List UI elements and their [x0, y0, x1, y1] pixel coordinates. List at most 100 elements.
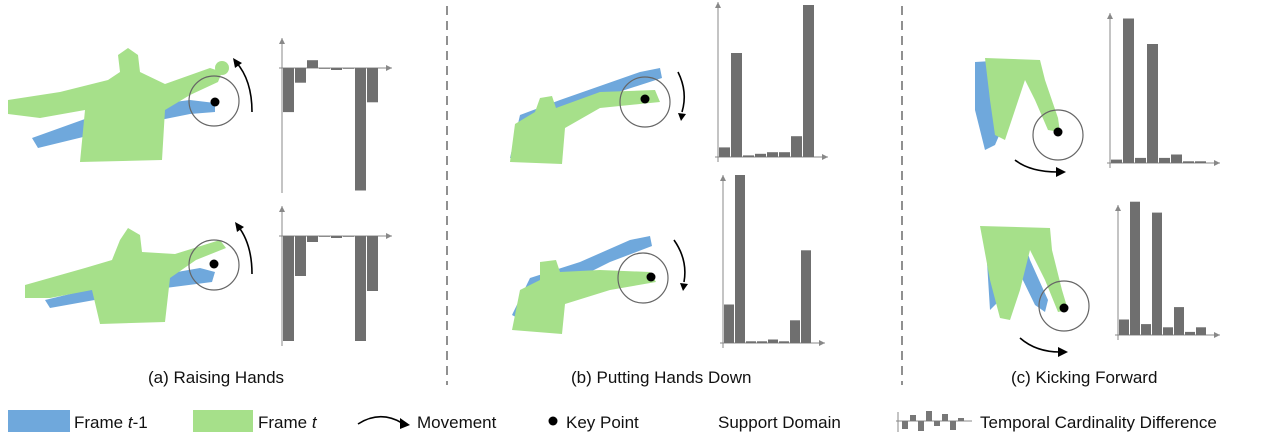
bar-a-top-1: [295, 68, 306, 83]
support-domain-c-top: [1032, 109, 1084, 161]
y-axis-arrowhead: [715, 2, 721, 8]
bar-a-top-6: [355, 68, 366, 191]
bar-a-top-5: [343, 68, 354, 69]
y-axis-arrowhead: [279, 38, 285, 44]
legend-frame-prev-var: t: [127, 413, 133, 432]
bar-b-bottom-7: [801, 250, 811, 344]
bar-a-top-0: [283, 68, 294, 113]
bar-chart-a-bottom: [279, 206, 392, 346]
caption-c: (c) Kicking Forward: [1011, 368, 1158, 387]
bar-c-bottom-1: [1130, 201, 1140, 335]
keypoint-a-bottom: [209, 259, 219, 269]
bar-a-bottom-2: [307, 236, 318, 242]
x-axis-arrowhead: [1214, 160, 1220, 166]
caption-a: (a) Raising Hands: [148, 368, 285, 387]
legend-frame-curr-var: t: [311, 413, 317, 432]
bar-c-bottom-5: [1174, 307, 1184, 335]
bar-b-top-0: [719, 147, 730, 157]
bar-b-top-1: [731, 53, 742, 157]
x-axis-arrowhead: [822, 154, 828, 160]
bar-a-top-7: [367, 68, 378, 103]
y-axis-arrowhead: [720, 175, 726, 181]
bar-chart-c-top: [1107, 13, 1220, 168]
legend-swatch-frame-curr: [193, 410, 253, 432]
keypoint-b-bottom: [646, 272, 656, 282]
bar-a-bottom-4: [331, 236, 342, 238]
legend-frame-curr-label: Frame t: [258, 413, 317, 432]
bar-c-bottom-7: [1196, 327, 1206, 336]
y-axis-arrowhead: [1115, 205, 1121, 211]
movement-arrowhead-c-bottom: [1058, 347, 1068, 357]
movement-arrowhead-a-bottom: [235, 222, 244, 232]
x-axis-arrowhead: [386, 65, 392, 71]
bar-a-bottom-0: [283, 236, 294, 341]
legend-frame-prev-label: Frame t-1: [74, 413, 148, 432]
legend-keypoint-label: Key Point: [566, 413, 639, 432]
x-axis-arrowhead: [386, 233, 392, 239]
caption-b: (b) Putting Hands Down: [571, 368, 752, 387]
support-domain-c-bottom: [1038, 280, 1090, 332]
bar-b-top-6: [791, 136, 802, 157]
bar-c-bottom-4: [1163, 327, 1173, 336]
movement-arrowhead-b-top: [678, 113, 686, 121]
pointcloud-c-bottom: [980, 226, 1068, 320]
legend-keypoint-icon: [548, 416, 558, 426]
keypoint-c-bottom: [1059, 303, 1069, 313]
support-domain-b-bottom: [617, 252, 669, 304]
bar-b-top-7: [803, 5, 814, 157]
bar-a-bottom-6: [355, 236, 366, 341]
support-domain-b-top: [619, 76, 671, 128]
bar-b-top-3: [755, 153, 766, 157]
bar-c-top-6: [1183, 161, 1194, 163]
pointcloud-c-top: [975, 58, 1060, 150]
pointcloud-b-bottom: [512, 236, 656, 334]
bar-chart-b-bottom: [720, 175, 825, 348]
bar-c-top-5: [1171, 154, 1182, 163]
bar-chart-c-bottom: [1115, 201, 1220, 340]
x-axis-arrowhead: [819, 340, 825, 346]
bar-c-top-1: [1123, 18, 1134, 163]
bar-chart-a-top: [279, 38, 392, 193]
bar-c-top-3: [1147, 44, 1158, 163]
bar-c-top-2: [1135, 157, 1146, 163]
bar-b-bottom-3: [757, 341, 767, 344]
bar-c-top-0: [1111, 159, 1122, 163]
bar-b-bottom-0: [724, 304, 734, 343]
legend-temporal-difference-label: Temporal Cardinality Difference: [980, 413, 1217, 432]
legend-temporal-difference-icon: [896, 411, 972, 432]
movement-arrow-c-top: [1014, 159, 1059, 173]
movement-arrowhead-b-bottom: [680, 283, 688, 291]
bar-b-bottom-6: [790, 320, 800, 344]
bar-b-bottom-2: [746, 341, 756, 344]
pointcloud-b-top: [510, 68, 662, 164]
keypoint-c-top: [1053, 127, 1063, 137]
bar-a-top-2: [307, 60, 318, 68]
movement-arrowhead-c-top: [1056, 167, 1066, 177]
bar-c-bottom-3: [1152, 212, 1162, 336]
bar-a-bottom-3: [319, 236, 330, 237]
movement-arrowhead-a-top: [233, 58, 242, 68]
bar-a-top-4: [331, 68, 342, 70]
legend-support-domain-label: Support Domain: [718, 413, 841, 432]
y-axis-arrowhead: [1107, 13, 1113, 19]
support-domain-a-bottom: [188, 239, 240, 291]
bar-b-bottom-5: [779, 341, 789, 344]
bar-c-bottom-6: [1185, 331, 1195, 335]
bar-b-top-4: [767, 152, 778, 157]
bar-c-bottom-2: [1141, 324, 1151, 335]
movement-arrow-a-bottom: [237, 225, 253, 275]
bar-c-top-4: [1159, 157, 1170, 163]
bar-a-bottom-1: [295, 236, 306, 276]
bar-b-bottom-4: [768, 339, 778, 343]
bar-b-top-2: [743, 155, 754, 157]
bar-chart-b-top: [715, 2, 828, 162]
x-axis-arrowhead: [1214, 332, 1220, 338]
pointcloud-a-top: [8, 48, 229, 162]
keypoint-b-top: [640, 94, 650, 104]
bar-a-bottom-5: [343, 236, 354, 237]
bar-b-bottom-1: [735, 175, 745, 343]
legend-swatch-frame-prev: [8, 410, 70, 432]
bar-a-bottom-7: [367, 236, 378, 291]
movement-arrow-c-bottom: [1019, 337, 1061, 353]
